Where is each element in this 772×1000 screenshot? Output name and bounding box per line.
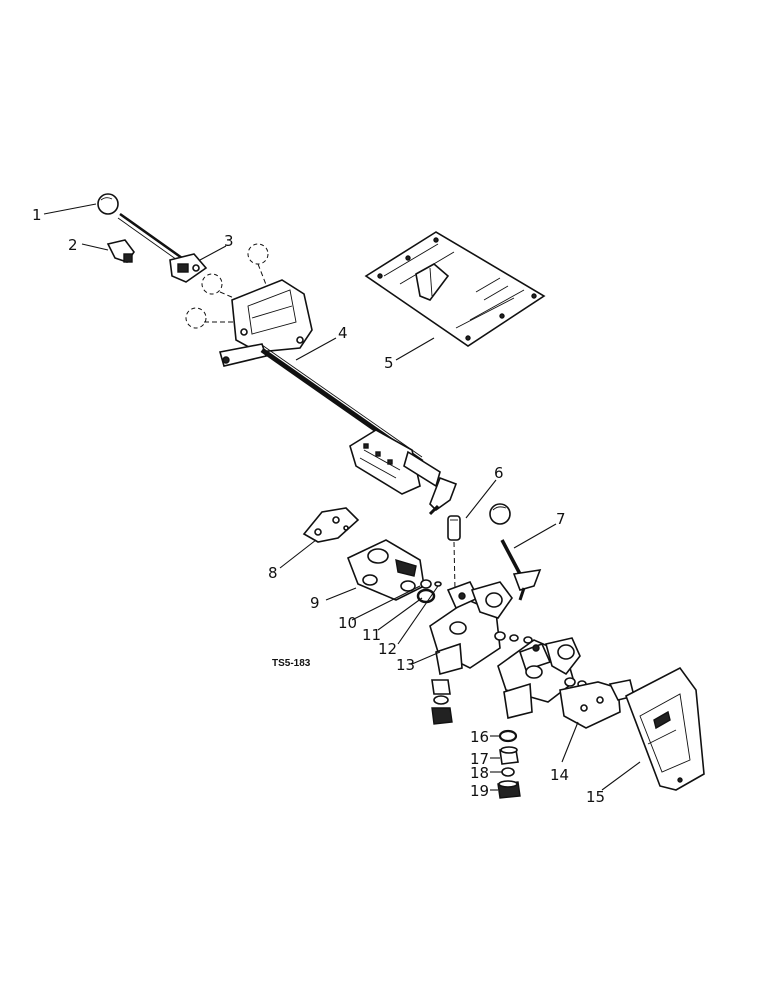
part-14-bracket	[559, 679, 635, 729]
parts-10-12-seals	[416, 579, 442, 604]
part-13-valve-block	[429, 581, 533, 676]
callout-1: 1	[32, 206, 42, 224]
callout-11: 11	[362, 626, 381, 644]
part-6-link	[447, 515, 461, 591]
callout-15: 15	[586, 788, 605, 806]
part-8-bracket	[302, 507, 360, 543]
part-4-cross-shaft	[260, 344, 458, 516]
callout-7: 7	[556, 510, 566, 528]
part-19-nut	[497, 780, 521, 799]
callout-13: 13	[396, 656, 415, 674]
callout-9: 9	[310, 594, 320, 612]
callout-10: 10	[338, 614, 357, 632]
callout-16: 16	[470, 728, 489, 746]
part-17-fitting	[499, 746, 519, 765]
callout-2: 2	[68, 236, 78, 254]
part-9-valve-housing	[346, 539, 425, 601]
callout-labels: 1 2 3 4 5 6 7 8 9 10 11 12 13 14 15 16 1…	[32, 206, 605, 806]
part-7-lever	[500, 539, 542, 601]
part-3-clevis	[169, 253, 208, 283]
secondary-valve-block	[497, 637, 587, 719]
callout-17: 17	[470, 750, 489, 768]
part-2-pin	[106, 239, 135, 263]
figure-code: TS5-183	[272, 658, 311, 669]
part-5-cover-plate	[364, 231, 546, 347]
alternate-position-markers	[185, 243, 273, 329]
callout-5: 5	[384, 354, 394, 372]
callout-14: 14	[550, 766, 569, 784]
callout-8: 8	[268, 564, 278, 582]
detent-ball	[489, 503, 511, 525]
drain-plugs	[431, 679, 453, 725]
callout-4: 4	[338, 324, 348, 342]
callout-6: 6	[494, 464, 504, 482]
callout-3: 3	[224, 232, 234, 250]
control-lever-rod	[117, 212, 183, 263]
part-1-knob	[97, 193, 119, 215]
callout-18: 18	[470, 764, 489, 782]
callout-19: 19	[470, 782, 489, 800]
part-15-cover	[625, 666, 705, 791]
lever-bracket	[218, 279, 313, 367]
callout-12: 12	[378, 640, 397, 658]
part-16-washer	[498, 729, 518, 743]
part-18-washer	[501, 767, 515, 777]
leader-lines	[43, 203, 641, 791]
